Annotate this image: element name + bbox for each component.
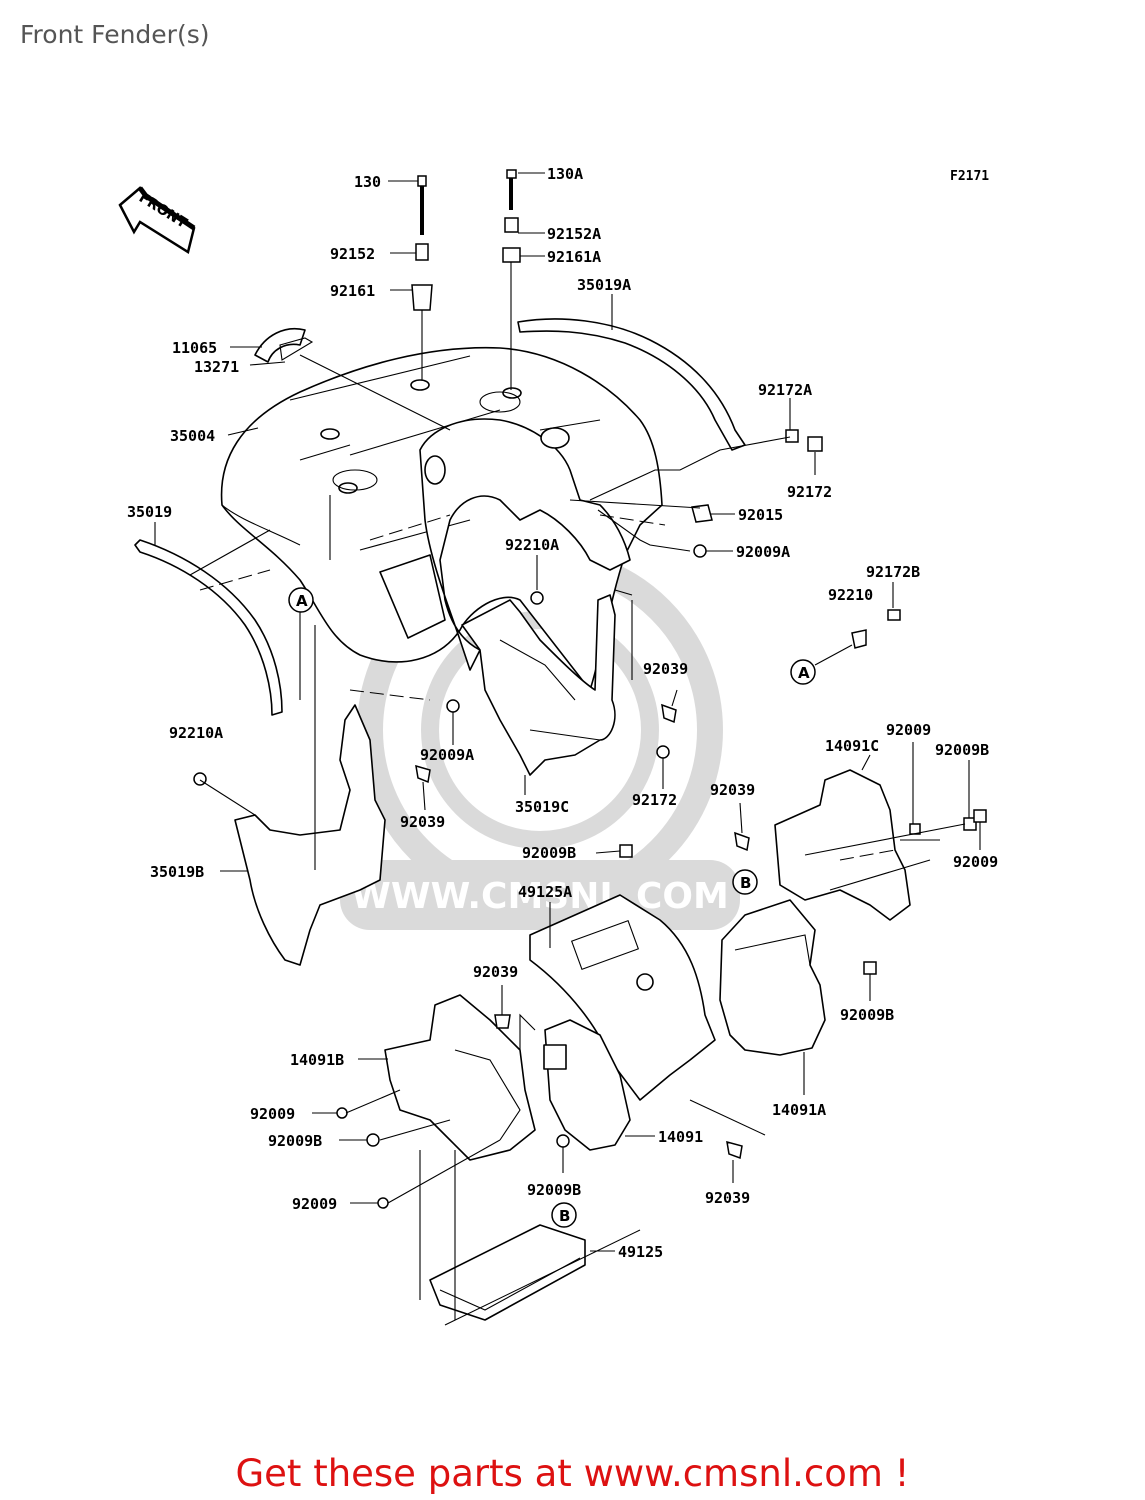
dashed-section-lines [199, 514, 896, 861]
liner-35019c [461, 594, 616, 776]
part-label: 92210A [169, 724, 223, 742]
part-label: 92009B [527, 1181, 581, 1199]
part-label: 92161A [547, 248, 601, 266]
shroud-14091a [719, 899, 826, 1056]
part-label: 35019A [577, 276, 631, 294]
svg-text:A: A [296, 592, 308, 610]
shroud-14091b [384, 994, 536, 1161]
part-label: 92015 [738, 506, 783, 524]
part-label: 49125 [618, 1243, 663, 1261]
part-label: 14091C [825, 737, 879, 755]
callout-b-right: B [732, 869, 758, 895]
part-label: 35019C [515, 798, 569, 816]
front-direction-icon: FRONT [118, 186, 196, 254]
page-title: Front Fender(s) [20, 20, 210, 49]
figure-code: F2171 [950, 169, 989, 184]
svg-text:B: B [559, 1207, 570, 1225]
part-label: 11065 [172, 339, 217, 357]
part-label: 92172 [787, 483, 832, 501]
part-label: 92172A [758, 381, 812, 399]
callout-a-right: A [790, 659, 816, 685]
trim-35019a [517, 318, 746, 451]
part-label: 92210 [828, 586, 873, 604]
part-label: 92009A [420, 746, 474, 764]
bracket-11065 [254, 328, 314, 363]
part-label: 13271 [194, 358, 239, 376]
part-label: 130A [547, 165, 583, 183]
part-label: 92009 [250, 1105, 295, 1123]
part-label: 92009 [886, 721, 931, 739]
part-label: 92009B [522, 844, 576, 862]
watermark-text: WWW.CMSNL.COM [351, 876, 729, 917]
part-label: 92009 [292, 1195, 337, 1213]
part-label: 92152 [330, 245, 375, 263]
part-label: 92039 [705, 1189, 750, 1207]
part-label: 92039 [643, 660, 688, 678]
cover-49125 [429, 1224, 586, 1321]
part-label: 130 [354, 173, 381, 191]
fasteners [193, 169, 987, 1209]
cover-49125a [529, 894, 716, 1101]
liner-35019b [234, 704, 386, 966]
part-label: 49125A [518, 883, 572, 901]
part-label: 92039 [473, 963, 518, 981]
fender-35004 [220, 346, 663, 691]
trim-35019 [134, 539, 283, 716]
part-label: 92009B [268, 1132, 322, 1150]
part-label: 35004 [170, 427, 215, 445]
part-label: 92172B [866, 563, 920, 581]
callout-b-bottom: B [551, 1202, 577, 1228]
part-label: 92210A [505, 536, 559, 554]
part-label: 35019B [150, 863, 204, 881]
leader-lines [154, 172, 981, 1326]
svg-text:B: B [740, 874, 751, 892]
part-label: 14091A [772, 1101, 826, 1119]
part-label: 92009B [935, 741, 989, 759]
part-label: 92039 [400, 813, 445, 831]
part-label: 92039 [710, 781, 755, 799]
part-label: 92009 [953, 853, 998, 871]
part-label: 92152A [547, 225, 601, 243]
svg-text:A: A [798, 664, 810, 682]
part-label: 14091 [658, 1128, 703, 1146]
shroud-14091c [774, 769, 911, 921]
part-label: 92161 [330, 282, 375, 300]
part-label: 92172 [632, 791, 677, 809]
callout-a-top: A [288, 587, 314, 613]
part-label: 35019 [127, 503, 172, 521]
part-label: 92009A [736, 543, 790, 561]
part-label: 92009B [840, 1006, 894, 1024]
part-labels: 130 130A 92152 92152A 92161 92161A 35019… [127, 165, 998, 1261]
footer-promo-link[interactable]: Get these parts at www.cmsnl.com ! [235, 1452, 910, 1495]
part-label: 14091B [290, 1051, 344, 1069]
